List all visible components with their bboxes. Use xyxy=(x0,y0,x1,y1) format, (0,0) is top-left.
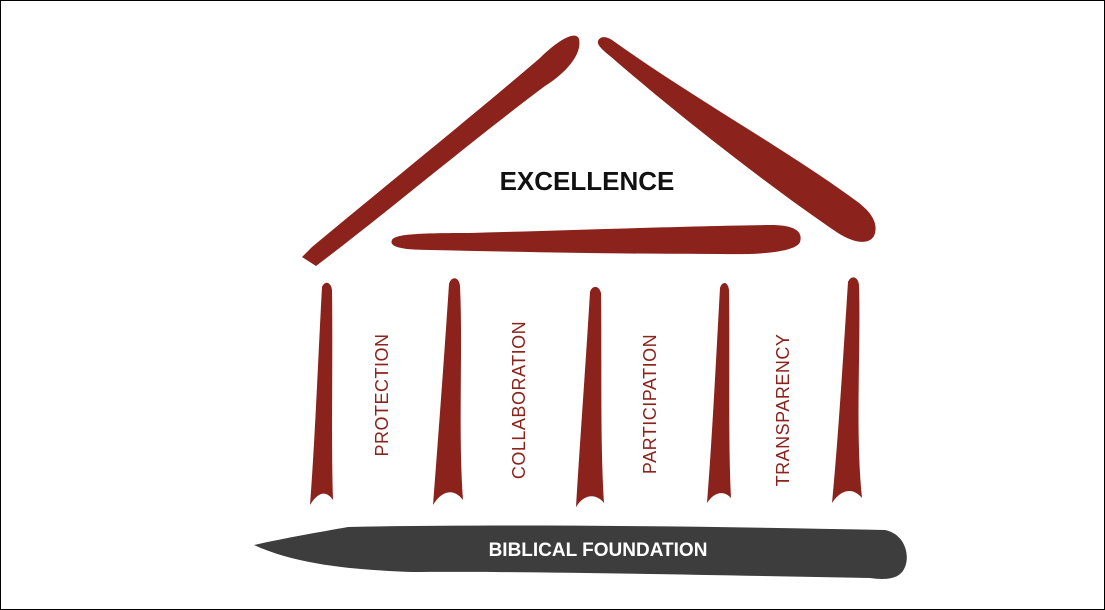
pillar-1 xyxy=(310,282,333,505)
roof-right-stroke xyxy=(597,37,876,242)
pillar-5 xyxy=(832,277,862,503)
roof-beam xyxy=(391,225,801,255)
pillar-2 xyxy=(433,278,463,505)
pillar-label-transparency: TRANSPARENCY xyxy=(773,334,793,487)
pillar-label-participation: PARTICIPATION xyxy=(640,334,660,474)
roof-label: EXCELLENCE xyxy=(500,166,675,196)
pillar-4 xyxy=(707,282,731,503)
pillar-label-protection: PROTECTION xyxy=(372,333,392,456)
pillar-label-collaboration: COLLABORATION xyxy=(509,321,529,479)
foundation-label: BIBLICAL FOUNDATION xyxy=(489,540,708,561)
pillar-3 xyxy=(576,286,604,507)
roof-left-stroke xyxy=(302,35,580,266)
foundation-base xyxy=(254,525,907,579)
